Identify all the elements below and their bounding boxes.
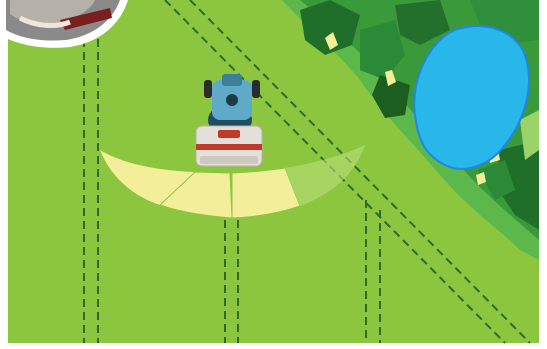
field-illustration xyxy=(0,0,547,349)
